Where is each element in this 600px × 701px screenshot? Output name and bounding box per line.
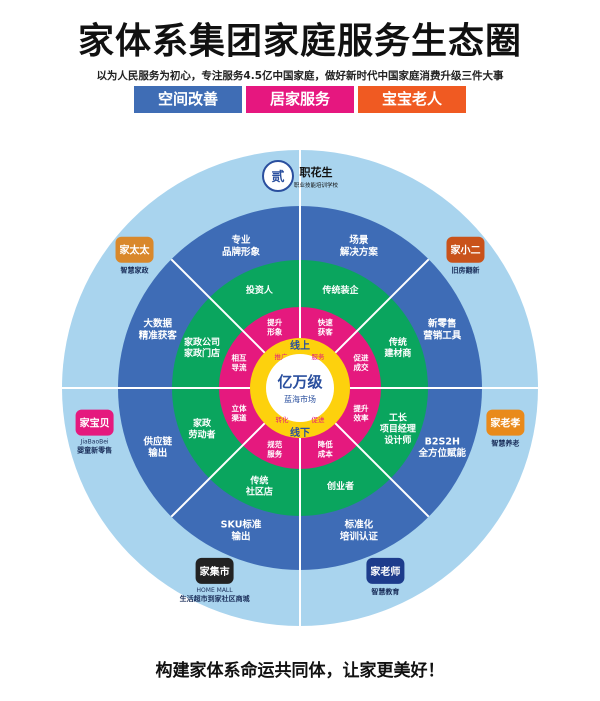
center-subtitle: 蓝海市场 <box>284 394 316 404</box>
segment-divider <box>170 258 266 354</box>
brand-sub: 生活超市到家社区商城 <box>180 594 250 603</box>
blue-service-label: 输出 <box>232 531 251 543</box>
blue-service-label: 品牌形象 <box>222 246 261 258</box>
seal-icon <box>262 160 294 192</box>
green-partner-label: 设计师 <box>384 434 411 446</box>
pink-value-label: 规范 <box>267 439 282 449</box>
brand-latin-name: HOME MALL <box>197 587 234 594</box>
online-label: 线上 <box>290 339 310 352</box>
brand-sub: 智慧家政 <box>121 266 150 275</box>
blue-service-label: 输出 <box>148 447 167 459</box>
brand-logo-text: 家小二 <box>450 244 480 257</box>
cube-icon <box>366 557 405 584</box>
brand-latin-name: JiaBaoBei <box>80 439 109 446</box>
logo-icon <box>486 409 525 436</box>
mascot-icon <box>446 236 485 263</box>
blue-service-label: 大数据 <box>143 317 172 329</box>
blue-service-label: SKU标准 <box>221 519 262 531</box>
yellow-small-label: 促进 <box>312 415 326 424</box>
blue-service-label: 专业 <box>232 234 252 246</box>
pink-value-label: 提升 <box>267 317 282 327</box>
blue-service-label: 标准化 <box>344 519 374 531</box>
tag-space-improvement: 空间改善 <box>134 86 242 113</box>
pink-value-label: 提升 <box>353 403 368 413</box>
center-title: 亿万级 <box>277 373 323 391</box>
blue-service-label: 精准获客 <box>139 329 178 341</box>
pink-value-label: 获客 <box>318 326 333 336</box>
yellow-small-label: 转化 <box>276 415 290 424</box>
green-partner-label: 社区店 <box>245 486 273 498</box>
blue-service-label: 培训认证 <box>340 531 379 543</box>
green-partner-label: 建材商 <box>384 347 411 359</box>
green-partner-label: 传统 <box>249 474 268 486</box>
green-partner-label: 工长 <box>389 411 408 423</box>
brand-sub: 婴童新零售 <box>77 446 112 455</box>
pink-value-label: 服务 <box>267 448 282 458</box>
brand-sub: 旧房翻新 <box>451 266 479 275</box>
ecosystem-diagram: 提升形象快速获客促进成交提升效率降低成本规范服务立体渠道相互导流投资人传统装企传… <box>62 150 538 626</box>
tag-baby-elderly: 宝宝老人 <box>358 86 466 113</box>
blue-service-label: 全方位赋能 <box>418 447 467 459</box>
center-circle <box>266 354 334 422</box>
page-title: 家体系集团家庭服务生态圈 <box>77 21 522 62</box>
pink-value-label: 形象 <box>267 326 282 336</box>
brand-name: 职花生 <box>300 165 333 179</box>
green-partner-label: 劳动者 <box>189 428 216 440</box>
green-partner-label: 创业者 <box>326 480 354 492</box>
yellow-small-label: 推广 <box>275 352 289 361</box>
house-icon <box>195 557 234 584</box>
pink-value-label: 渠道 <box>231 413 247 423</box>
brand-logo-text: 家太太 <box>120 244 151 257</box>
green-partner-label: 家政公司 <box>184 336 220 348</box>
tag-home-service: 居家服务 <box>246 86 354 113</box>
blue-service-label: B2S2H <box>425 436 460 447</box>
pink-value-label: 立体 <box>232 403 247 413</box>
blue-service-label: 营销工具 <box>423 329 462 341</box>
green-partner-label: 家政 <box>193 417 212 429</box>
brand-logo-text: 家老师 <box>370 565 400 578</box>
brand-sub: 职业技能培训学校 <box>294 181 339 189</box>
blue-service-label: 场景 <box>349 234 369 246</box>
brand-sub: 智慧养老 <box>491 439 519 448</box>
green-partner-label: 投资人 <box>246 284 274 296</box>
green-partner-label: 传统 <box>388 336 407 348</box>
baby-logo-icon <box>75 409 114 436</box>
green-partner-label: 传统装企 <box>322 284 360 296</box>
offline-label: 线下 <box>290 426 310 439</box>
page-subtitle: 以为人民服务为初心，专注服务4.5亿中国家庭，做好新时代中国家庭消费升级三件大事 <box>96 70 504 82</box>
pink-value-label: 效率 <box>353 413 368 423</box>
pink-value-label: 导流 <box>232 362 247 372</box>
pink-value-label: 促进 <box>352 353 368 363</box>
brand-sub: 智慧教育 <box>371 587 399 596</box>
green-partner-label: 项目经理 <box>380 423 416 435</box>
brand-logo-text: 家宝贝 <box>80 417 110 430</box>
brand-logo-text: 家老孝 <box>490 417 520 430</box>
footer-slogan: 构建家体系命运共同体，让家更美好！ <box>155 661 445 681</box>
green-partner-label: 家政门店 <box>184 347 220 359</box>
segment-divider <box>334 258 430 354</box>
brand-logo-text: 家集市 <box>200 565 230 578</box>
segment-divider <box>170 422 266 518</box>
brand-logo-mark: 贰 <box>271 169 284 185</box>
pink-value-label: 快速 <box>318 317 333 327</box>
pink-value-label: 成交 <box>353 362 368 372</box>
blue-service-label: 供应链 <box>142 435 172 447</box>
blue-service-label: 新零售 <box>428 317 457 329</box>
lady-mascot-icon <box>115 236 154 263</box>
blue-service-label: 解决方案 <box>340 246 379 258</box>
segment-divider <box>334 422 430 518</box>
yellow-small-label: 服务 <box>312 352 326 361</box>
pink-value-label: 相互 <box>232 353 247 363</box>
pink-value-label: 降低 <box>318 439 333 449</box>
pink-value-label: 成本 <box>318 448 333 458</box>
